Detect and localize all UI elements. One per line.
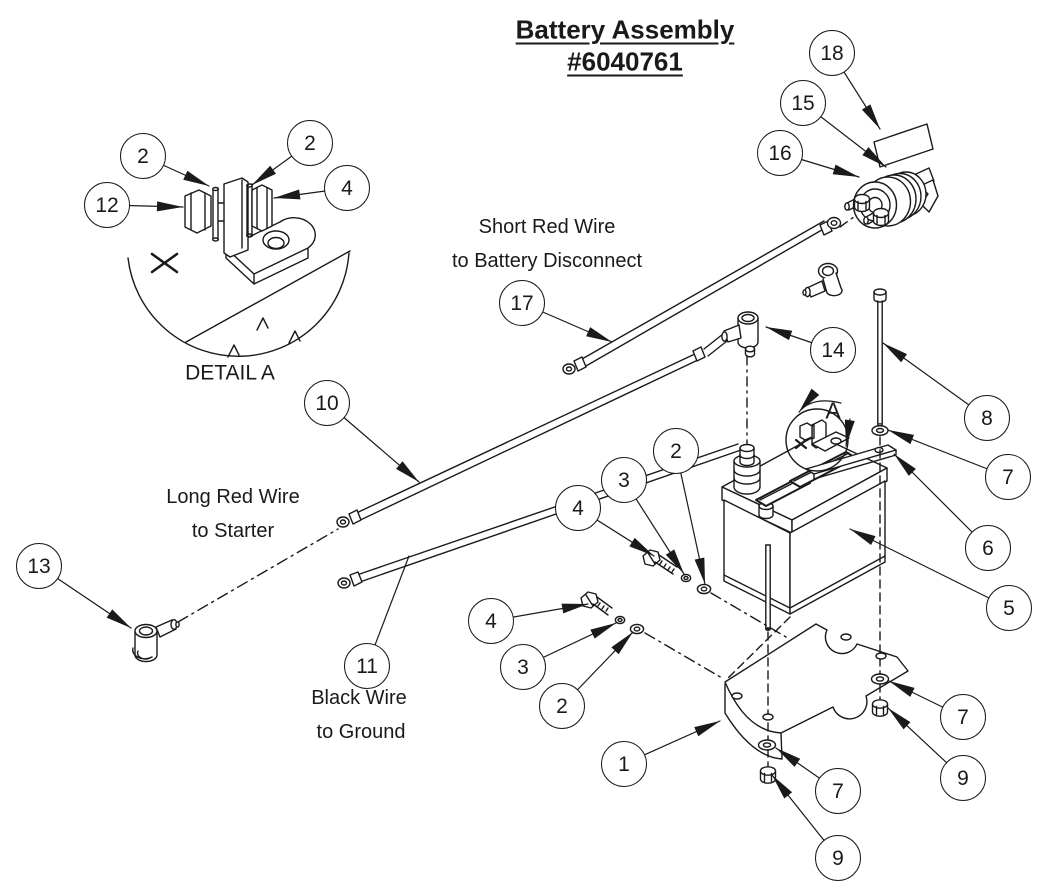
label-short-red-wire-line1: Short Red Wire bbox=[478, 216, 616, 238]
callout-8: 8 bbox=[964, 395, 1010, 441]
callout-3-lower-group: 3 bbox=[500, 644, 546, 690]
label-detail-a: DETAIL A bbox=[185, 361, 275, 385]
callout-14: 14 bbox=[810, 327, 856, 373]
diagram-title: Battery Assembly bbox=[515, 14, 735, 45]
callout-4-upper-group: 4 bbox=[555, 485, 601, 531]
callout-7-tray-left: 7 bbox=[815, 768, 861, 814]
callout-6: 6 bbox=[965, 525, 1011, 571]
callout-7-rod: 7 bbox=[985, 454, 1031, 500]
callout-16: 16 bbox=[757, 130, 803, 176]
callout-2-detail-left: 2 bbox=[120, 133, 166, 179]
callout-4-detail: 4 bbox=[324, 165, 370, 211]
callout-9-tray-right: 9 bbox=[940, 755, 986, 801]
callout-4-lower-group: 4 bbox=[468, 598, 514, 644]
tray-drawing bbox=[580, 436, 909, 784]
callout-5: 5 bbox=[986, 585, 1032, 631]
label-view-marker-a: A bbox=[825, 397, 841, 424]
diagram-part-number: #6040761 bbox=[567, 46, 683, 77]
callout-2-upper-group: 2 bbox=[653, 428, 699, 474]
callout-3-upper-group: 3 bbox=[601, 457, 647, 503]
label-black-wire-line1: Black Wire bbox=[311, 687, 407, 709]
detail-a-drawing bbox=[127, 177, 351, 358]
callout-15: 15 bbox=[780, 80, 826, 126]
callout-10: 10 bbox=[304, 380, 350, 426]
wires-drawing bbox=[132, 213, 859, 663]
battery-drawing bbox=[721, 288, 897, 680]
callout-13: 13 bbox=[16, 543, 62, 589]
callout-9-tray-left: 9 bbox=[815, 835, 861, 881]
label-long-red-wire-line1: Long Red Wire bbox=[166, 486, 300, 508]
callout-17: 17 bbox=[499, 280, 545, 326]
callout-7-tray-right: 7 bbox=[940, 694, 986, 740]
callout-1: 1 bbox=[601, 741, 647, 787]
label-short-red-wire-line2: to Battery Disconnect bbox=[451, 250, 643, 272]
callout-2-lower-group: 2 bbox=[539, 683, 585, 729]
callout-18: 18 bbox=[809, 30, 855, 76]
callout-11: 11 bbox=[344, 643, 390, 689]
label-black-wire-line2: to Ground bbox=[316, 721, 406, 743]
label-long-red-wire-line2: to Starter bbox=[191, 520, 275, 542]
callout-12: 12 bbox=[84, 182, 130, 228]
callout-2-detail-right: 2 bbox=[287, 120, 333, 166]
disconnect-switch-drawing bbox=[844, 123, 939, 229]
